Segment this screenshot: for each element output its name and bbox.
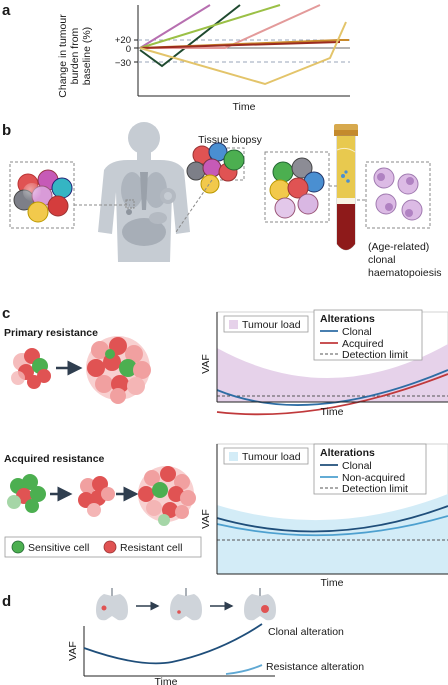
primary-legend-acquired: Acquired bbox=[342, 338, 384, 350]
left-cell-cluster-box bbox=[9, 161, 75, 229]
acquired-non-acquired-line bbox=[216, 515, 448, 537]
panel-a-tick-label-minus30: −30 bbox=[115, 58, 131, 69]
panel-d-ylabel: VAF bbox=[67, 641, 79, 661]
primary-initial-tumour bbox=[11, 348, 51, 389]
lung-stage-3 bbox=[244, 588, 276, 621]
resistant-cell-label: Resistant cell bbox=[120, 542, 182, 554]
cell-type-legend bbox=[4, 536, 202, 558]
acquired-legend-detection: Detection limit bbox=[342, 483, 408, 495]
panel-a-curve-green bbox=[139, 4, 281, 49]
primary-tumour-load-legend bbox=[223, 315, 309, 333]
acquired-progressed-tumour bbox=[138, 466, 196, 526]
human-body-illustration bbox=[98, 122, 190, 262]
panel-label-c: c bbox=[2, 305, 10, 322]
acquired-alterations-legend bbox=[313, 443, 427, 495]
primary-resistance-title: Primary resistance bbox=[4, 327, 98, 339]
acquired-alterations-title: Alterations bbox=[320, 447, 375, 459]
panel-c: c Primary resistance bbox=[2, 305, 448, 589]
acquired-tumour-load-label: Tumour load bbox=[242, 451, 301, 463]
panel-a-ylabel: Change in tumour burden from baseline (%… bbox=[57, 14, 93, 98]
acquired-ylabel: VAF bbox=[200, 509, 212, 529]
primary-xlabel: Time bbox=[321, 406, 344, 418]
acquired-legend-clonal: Clonal bbox=[342, 460, 372, 472]
blood-cell-cluster bbox=[269, 157, 325, 219]
panel-a-tick-label-20: +20 bbox=[115, 35, 131, 46]
primary-tumour-load-area bbox=[217, 344, 448, 402]
panel-a-curve-red bbox=[139, 41, 341, 49]
panel-a-curve-darkgreen bbox=[139, 4, 241, 68]
panel-d-clonal-label: Clonal alteration bbox=[268, 626, 344, 638]
acquired-resistance-title: Acquired resistance bbox=[4, 453, 105, 465]
panel-d-resistance-line bbox=[225, 664, 263, 675]
panel-a: a Change in tumour burden from baseline … bbox=[2, 2, 350, 113]
primary-tumour-load-label: Tumour load bbox=[242, 319, 301, 331]
chip-label-line2: clonal bbox=[368, 254, 395, 266]
blood-cell-cluster-box bbox=[264, 151, 330, 223]
blood-collection-tube bbox=[334, 124, 358, 251]
primary-ylabel: VAF bbox=[200, 354, 212, 374]
acquired-tumour-load-legend bbox=[223, 447, 309, 465]
panel-a-curve-purple bbox=[139, 4, 211, 49]
panel-d-xlabel: Time bbox=[155, 676, 178, 685]
panel-a-ylabel-line1: Change in tumour bbox=[57, 14, 69, 98]
tissue-biopsy-label: Tissue biopsy bbox=[198, 134, 263, 146]
primary-clonal-line bbox=[216, 369, 448, 406]
resistant-cell-swatch bbox=[103, 540, 117, 554]
tissue-biopsy-cell-cluster bbox=[186, 142, 245, 194]
acquired-clonal-line bbox=[216, 505, 448, 533]
panel-b: b T bbox=[2, 122, 442, 279]
acquired-chart: VAF Time Tumour load Alterations Clonal … bbox=[200, 443, 448, 589]
panel-d-clonal-line bbox=[83, 623, 263, 665]
acquired-mid-tumour bbox=[78, 476, 115, 517]
acquired-xlabel: Time bbox=[321, 577, 344, 589]
panel-label-a: a bbox=[2, 2, 11, 19]
acquired-legend-non-acquired: Non-acquired bbox=[342, 472, 405, 484]
sensitive-cell-label: Sensitive cell bbox=[28, 542, 89, 554]
chip-cell-cluster bbox=[373, 167, 423, 221]
primary-legend-detection: Detection limit bbox=[342, 349, 408, 361]
primary-progressed-tumour bbox=[86, 336, 151, 404]
sensitive-cell-swatch bbox=[11, 540, 25, 554]
panel-a-tick-label-0: 0 bbox=[126, 44, 131, 55]
primary-chart: VAF Time Tumour load Alterations Clonal … bbox=[200, 309, 448, 418]
acquired-initial-tumour bbox=[7, 474, 46, 513]
primary-acquired-line bbox=[216, 373, 448, 416]
panel-label-d: d bbox=[2, 593, 11, 610]
acquired-tumour-load-area bbox=[217, 494, 448, 574]
primary-alterations-title: Alterations bbox=[320, 313, 375, 325]
primary-tumour-load-swatch bbox=[229, 320, 238, 329]
panel-a-xlabel: Time bbox=[233, 101, 256, 113]
panel-label-b: b bbox=[2, 122, 11, 139]
panel-d: d VAF Time Clonal alteration R bbox=[2, 588, 364, 685]
chip-cell-cluster-box bbox=[365, 161, 431, 229]
panel-a-curve-yellow bbox=[139, 21, 347, 86]
primary-alterations-legend bbox=[313, 309, 423, 361]
panel-d-resistance-label: Resistance alteration bbox=[266, 661, 364, 673]
acquired-tumour-load-swatch bbox=[229, 452, 238, 461]
chip-label-line1: (Age-related) bbox=[368, 241, 429, 253]
lung-stage-2 bbox=[170, 588, 202, 621]
left-cell-cluster bbox=[13, 169, 73, 223]
body-site-marker-left bbox=[125, 199, 135, 209]
chip-label-line3: haematopoiesis bbox=[368, 267, 442, 279]
tissue-biopsy-connector bbox=[175, 179, 213, 233]
panel-a-ylabel-line3: baseline (%) bbox=[81, 27, 93, 85]
panel-a-ylabel-line2: burden from bbox=[69, 27, 81, 84]
primary-legend-clonal: Clonal bbox=[342, 326, 372, 338]
lung-stage-1 bbox=[96, 588, 128, 621]
